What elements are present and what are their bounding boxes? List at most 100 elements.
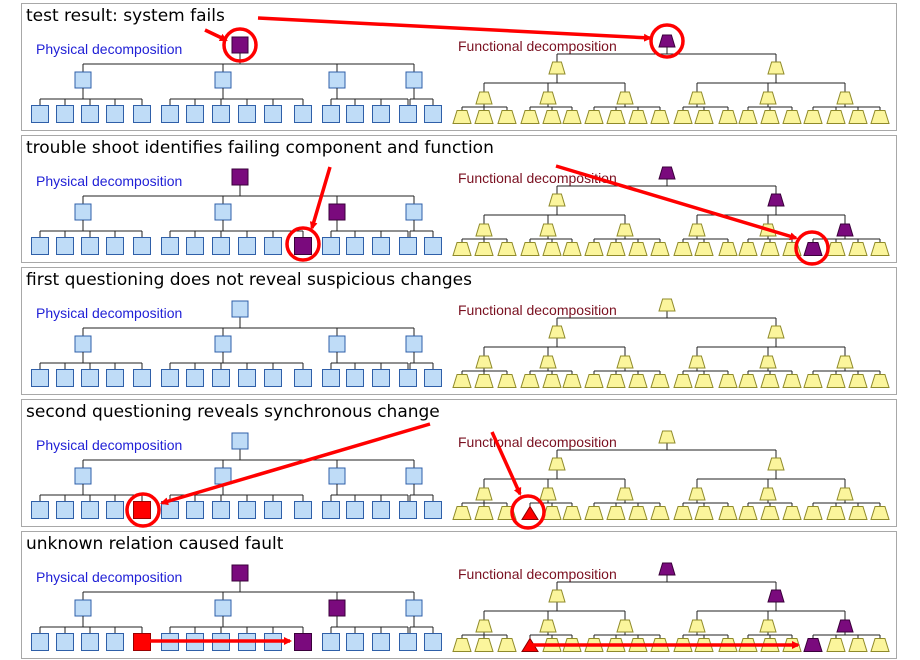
failing-function: [803, 638, 823, 652]
functional-subfunction: [836, 91, 854, 105]
physical-component: [399, 237, 417, 255]
functional-leaf-function: [584, 242, 604, 256]
physical-subsystem-component: [214, 203, 232, 221]
functional-leaf-function: [694, 374, 714, 388]
physical-subsystem-component: [214, 335, 232, 353]
functional-leaf-function: [870, 506, 890, 520]
functional-subfunction: [475, 223, 493, 237]
physical-root-component: [231, 564, 249, 582]
functional-subfunction: [548, 325, 566, 339]
physical-component: [264, 369, 282, 387]
functional-leaf-function: [760, 506, 780, 520]
functional-subfunction: [688, 223, 706, 237]
functional-leaf-function: [826, 638, 846, 652]
physical-component: [56, 501, 74, 519]
functional-root-function: [658, 430, 676, 444]
physical-component: [424, 237, 442, 255]
annotation-arrow: [309, 166, 332, 230]
panel-title: unknown relation caused fault: [26, 534, 284, 554]
functional-leaf-function: [694, 242, 714, 256]
physical-component: [186, 501, 204, 519]
functional-leaf-function: [520, 374, 540, 388]
physical-component: [322, 237, 340, 255]
physical-component: [346, 369, 364, 387]
functional-subfunction: [539, 619, 557, 633]
functional-subfunction: [616, 619, 634, 633]
failing-subsystem-component: [328, 599, 346, 617]
physical-component: [106, 105, 124, 123]
physical-component: [294, 369, 312, 387]
functional-leaf-function: [848, 110, 868, 124]
functional-subfunction: [616, 487, 634, 501]
highlight-circle: [794, 230, 830, 266]
physical-decomposition-label: Physical decomposition: [36, 569, 183, 585]
changed-component: [133, 633, 151, 651]
physical-component: [322, 633, 340, 651]
highlight-circle: [510, 494, 546, 530]
physical-component: [81, 369, 99, 387]
functional-subfunction: [539, 355, 557, 369]
functional-leaf-function: [497, 242, 517, 256]
functional-leaf-function: [826, 506, 846, 520]
failing-subfunction: [836, 223, 854, 237]
functional-leaf-function: [474, 374, 494, 388]
physical-component: [106, 369, 124, 387]
failing-subfunction: [836, 619, 854, 633]
physical-component: [186, 369, 204, 387]
panel-title: test result: system fails: [26, 6, 225, 26]
functional-leaf-function: [497, 638, 517, 652]
functional-leaf-function: [738, 110, 758, 124]
physical-component: [372, 633, 390, 651]
physical-component: [56, 633, 74, 651]
functional-leaf-function: [673, 242, 693, 256]
physical-component: [161, 369, 179, 387]
functional-leaf-function: [520, 242, 540, 256]
functional-subfunction: [767, 325, 785, 339]
functional-subfunction: [688, 487, 706, 501]
physical-component: [212, 369, 230, 387]
physical-component: [212, 105, 230, 123]
functional-subfunction: [475, 487, 493, 501]
physical-subsystem-component: [328, 335, 346, 353]
physical-subsystem-component: [328, 467, 346, 485]
physical-root-component: [231, 432, 249, 450]
functional-subfunction: [688, 91, 706, 105]
physical-component: [238, 369, 256, 387]
physical-component: [81, 105, 99, 123]
functional-subfunction: [759, 619, 777, 633]
physical-component: [133, 237, 151, 255]
functional-leaf-function: [738, 242, 758, 256]
physical-component: [186, 105, 204, 123]
physical-component: [31, 237, 49, 255]
panel-title: first questioning does not reveal suspic…: [26, 270, 472, 290]
functional-leaf-function: [584, 110, 604, 124]
physical-component: [322, 105, 340, 123]
physical-subsystem-component: [214, 71, 232, 89]
functional-leaf-function: [497, 374, 517, 388]
functional-decomposition-label: Functional decomposition: [458, 566, 617, 582]
physical-component: [106, 633, 124, 651]
physical-component: [238, 237, 256, 255]
functional-root-function: [658, 562, 676, 576]
functional-subfunction: [548, 589, 566, 603]
functional-leaf-function: [452, 506, 472, 520]
failing-component: [294, 633, 312, 651]
functional-leaf-function: [738, 506, 758, 520]
physical-subsystem-component: [405, 599, 423, 617]
physical-root-component: [231, 300, 249, 318]
physical-subsystem-component: [74, 71, 92, 89]
functional-leaf-function: [474, 638, 494, 652]
physical-component: [346, 237, 364, 255]
physical-subsystem-component: [405, 335, 423, 353]
physical-component: [372, 501, 390, 519]
functional-root-function: [658, 34, 676, 48]
functional-subfunction: [759, 91, 777, 105]
physical-component: [81, 501, 99, 519]
functional-leaf-function: [803, 110, 823, 124]
physical-component: [264, 237, 282, 255]
functional-leaf-function: [628, 374, 648, 388]
physical-component: [424, 501, 442, 519]
physical-decomposition-label: Physical decomposition: [36, 41, 183, 57]
functional-leaf-function: [650, 110, 670, 124]
